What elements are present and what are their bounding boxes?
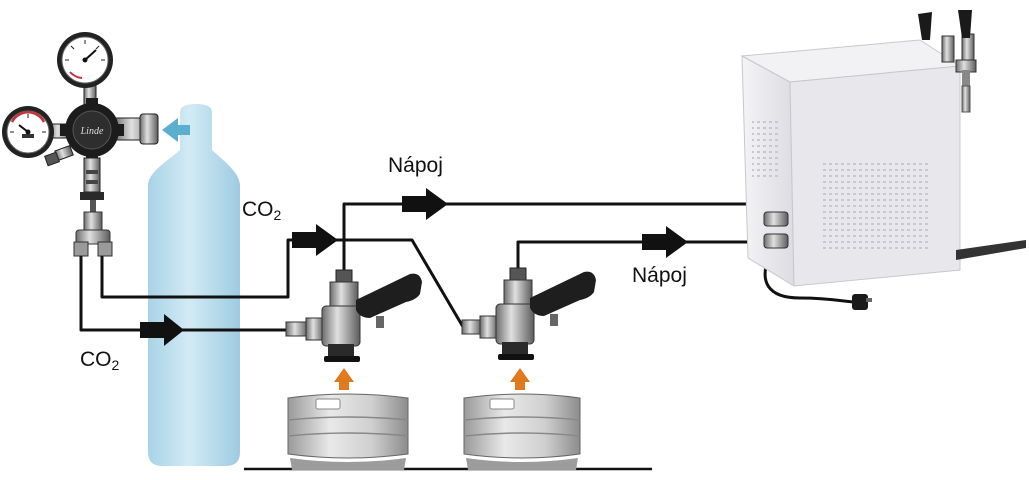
gas-splitter [73, 200, 113, 257]
flow-arrows [140, 188, 688, 346]
co2-flow-arrow-upper [292, 224, 338, 256]
keg-1 [287, 393, 409, 470]
keg-coupler-1 [285, 269, 422, 362]
beer-cooler [740, 10, 1026, 310]
power-cable [763, 253, 857, 304]
beverage-flow-arrow-lower [642, 226, 688, 258]
co2-line-keg1 [79, 256, 302, 332]
regulator-brand-text: Linde [80, 126, 104, 137]
beverage-label-lower: Nápoj [632, 264, 687, 287]
co2-label-upper-sub: 2 [273, 207, 282, 223]
co2-label-lower-sub: 2 [111, 357, 120, 373]
outlet-pressure-gauge [57, 32, 113, 88]
pressure-regulator: Linde [44, 79, 159, 200]
keg2-pressure-arrow [510, 368, 530, 390]
co2-line-keg2 [100, 238, 468, 333]
keg1-pressure-arrow [334, 368, 354, 390]
co2-label-lower-main: CO [80, 348, 112, 371]
co2-label-lower: CO2 [80, 348, 120, 373]
co2-cylinder [148, 104, 240, 466]
co2-label-upper: CO2 [242, 198, 282, 223]
beverage-label-upper: Nápoj [388, 154, 443, 177]
co2-label-upper-main: CO [242, 198, 274, 221]
beverage-flow-arrow-upper [402, 188, 448, 220]
keg-coupler-2 [461, 267, 596, 360]
keg-2 [463, 393, 581, 470]
co2-flow-arrow-lower [140, 314, 184, 346]
gas-inlet-arrow [162, 118, 190, 142]
cylinder-pressure-gauge [2, 106, 54, 158]
